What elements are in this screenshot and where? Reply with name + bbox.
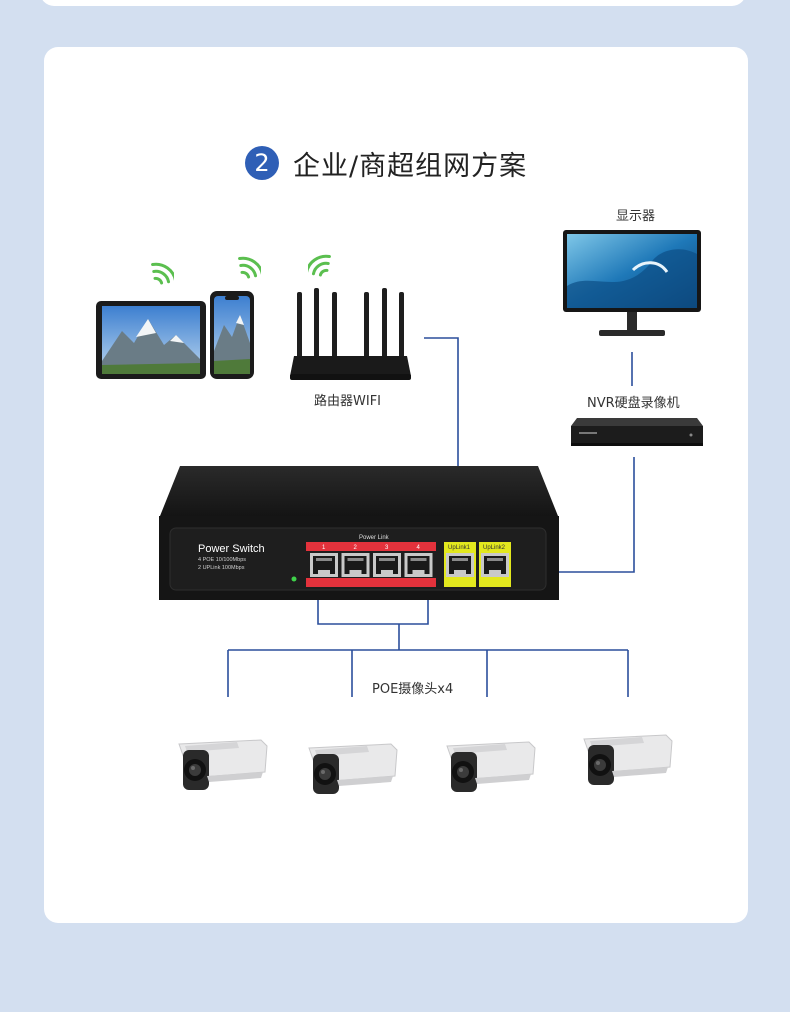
- wifi-router: [290, 288, 411, 380]
- wifi-icon: [308, 254, 331, 277]
- power-led: [291, 576, 297, 582]
- phone-device: [210, 291, 254, 379]
- section-number-badge: 2: [245, 146, 279, 180]
- nvr-recorder: [571, 418, 703, 446]
- camera-label: POE摄像头x4: [372, 682, 454, 697]
- poe-bracket-line: [317, 588, 429, 625]
- port-number: 1: [322, 545, 326, 551]
- nvr-label: NVR硬盘录像机: [587, 396, 680, 411]
- bullet-camera: [178, 739, 268, 790]
- port-number: 4: [417, 545, 421, 551]
- switch-spec-uplink: 2 UPLink 100Mbps: [198, 565, 245, 571]
- section-title-text: 企业/商超组网方案: [293, 150, 528, 182]
- ethernet-port: [404, 553, 433, 577]
- ethernet-port: [373, 553, 401, 577]
- uplink-label: UpLink1: [448, 545, 471, 551]
- poe-switch: Power Switch 4 POE 10/100Mbps 2 UPLink 1…: [159, 466, 559, 600]
- bullet-camera: [583, 734, 673, 785]
- tablet-device: [96, 301, 206, 379]
- bullet-camera: [308, 743, 398, 794]
- wifi-icon: [151, 262, 174, 285]
- section-title: 2 企业/商超组网方案: [245, 143, 527, 183]
- wifi-icon: [238, 256, 261, 279]
- monitor-label: 显示器: [616, 209, 656, 224]
- switch-spec-poe: 4 POE 10/100Mbps: [198, 557, 246, 563]
- ethernet-port: [341, 553, 370, 577]
- top-card-edge: [40, 0, 746, 6]
- ethernet-port: [446, 553, 474, 577]
- port-number: 3: [385, 545, 389, 551]
- uplink-label: UpLink2: [483, 545, 506, 551]
- ports-header: Power Link: [359, 535, 390, 541]
- ethernet-port: [310, 553, 338, 577]
- switch-name: Power Switch: [198, 543, 265, 555]
- monitor-device: [563, 230, 701, 336]
- ethernet-port: [481, 553, 509, 577]
- port-number: 2: [354, 545, 358, 551]
- router-label: 路由器WIFI: [314, 394, 381, 409]
- bullet-camera: [446, 741, 536, 792]
